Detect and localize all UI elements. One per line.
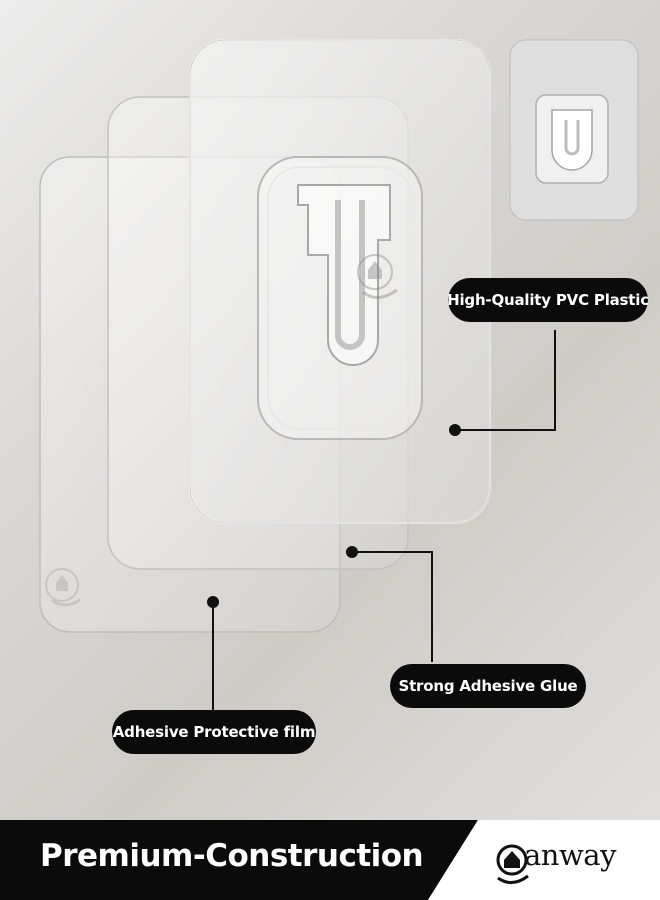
logo-watermark-icon [45, 568, 81, 607]
label-adhesive-glue: Strong Adhesive Glue [390, 664, 586, 708]
callout-dot-pvc [449, 424, 461, 436]
callout-line-glue [352, 551, 433, 662]
label-pvc-plastic: High-Quality PVC Plastic [447, 278, 649, 322]
brand-logo-icon [496, 844, 529, 884]
bottom-banner [0, 820, 660, 900]
logo-watermark-icon [357, 254, 398, 299]
banner-title: Premium-Construction [40, 838, 424, 874]
brand-name: anway [524, 838, 616, 872]
hook-icon [257, 156, 423, 440]
label-protective-film: Adhesive Protective film [112, 710, 316, 754]
callout-dot-film [207, 596, 219, 608]
callout-line-pvc [455, 330, 556, 431]
product-illustration [39, 39, 639, 710]
callout-dot-glue [346, 546, 358, 558]
inset-product-image [509, 39, 639, 221]
